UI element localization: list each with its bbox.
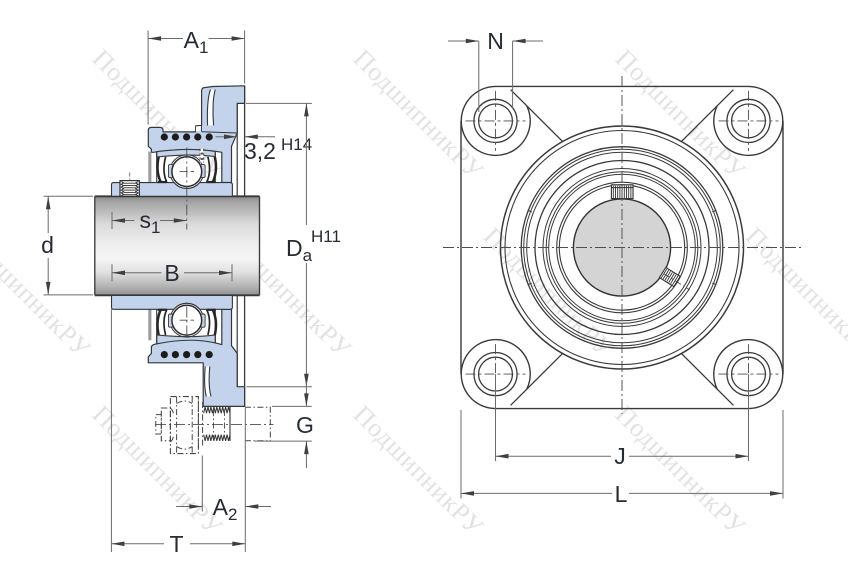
svg-text:H14: H14 bbox=[281, 135, 312, 154]
svg-text:J: J bbox=[614, 443, 626, 469]
svg-text:T: T bbox=[169, 531, 183, 557]
svg-text:H11: H11 bbox=[311, 227, 341, 246]
svg-text:B: B bbox=[164, 260, 179, 286]
svg-text:d: d bbox=[41, 232, 54, 258]
svg-text:G: G bbox=[296, 412, 314, 438]
svg-text:N: N bbox=[487, 28, 504, 54]
svg-text:L: L bbox=[615, 481, 628, 507]
svg-text:3,2: 3,2 bbox=[244, 138, 276, 164]
